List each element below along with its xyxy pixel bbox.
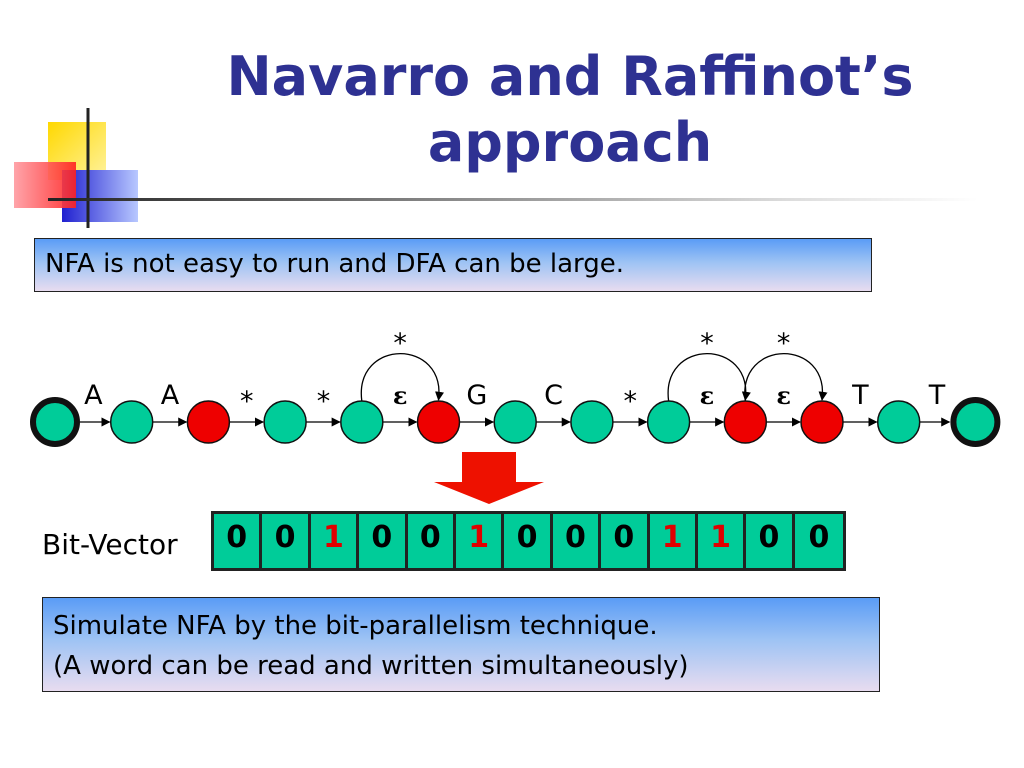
- nfa-edge-label-10: T: [851, 380, 869, 411]
- nfa-edge-label-7: *: [624, 386, 638, 417]
- page-title: Navarro and Raffinot’s approach: [180, 44, 960, 176]
- nfa-loop-label-1: *: [700, 328, 714, 359]
- nfa-state-9: [723, 400, 768, 444]
- nfa-edge-label-0: A: [84, 380, 103, 411]
- nfa-diagram: A A * * ε G C * ε ε T T * * *: [30, 328, 1001, 447]
- bit-cell-3: 0: [359, 514, 408, 568]
- bit-cell-7: 0: [553, 514, 602, 568]
- title-line-2: approach: [427, 111, 713, 174]
- nfa-edge-label-4: ε: [393, 381, 408, 410]
- bit-vector-label: Bit-Vector: [42, 528, 178, 561]
- note-bottom: Simulate NFA by the bit-parallelism tech…: [42, 597, 880, 692]
- slide-logo: [14, 108, 138, 228]
- bit-cell-10: 1: [698, 514, 747, 568]
- nfa-state-6: [493, 400, 537, 444]
- bit-cell-1: 0: [262, 514, 311, 568]
- nfa-edge-label-1: A: [161, 380, 180, 411]
- nfa-edge-label-2: *: [240, 386, 254, 417]
- bit-cell-11: 0: [746, 514, 795, 568]
- nfa-edge-label-8: ε: [700, 381, 715, 410]
- bit-cell-12: 0: [808, 520, 830, 555]
- nfa-state-1: [109, 400, 154, 444]
- nfa-loop-1: [667, 353, 751, 402]
- nfa-edge-label-3: *: [317, 386, 331, 417]
- title-line-1: Navarro and Raffinot’s: [226, 45, 914, 108]
- nfa-edge-label-6: C: [544, 380, 563, 411]
- nfa-state-0: [30, 397, 80, 447]
- nfa-loop-label-2: *: [777, 328, 791, 359]
- bit-cell-0: 0: [214, 514, 263, 568]
- bit-cell-4: 0: [408, 514, 456, 568]
- nfa-state-5: [416, 400, 461, 444]
- nfa-edge-label-11: T: [928, 380, 946, 411]
- nfa-loop-0: [360, 353, 445, 402]
- nfa-loop-label-0: *: [393, 328, 407, 359]
- title-underline: [48, 198, 978, 201]
- nfa-state-11: [876, 400, 921, 444]
- nfa-state-4: [340, 400, 384, 444]
- nfa-state-3: [263, 400, 307, 444]
- bit-cell-6: 0: [504, 514, 553, 568]
- note-bottom-line-1: Simulate NFA by the bit-parallelism tech…: [53, 611, 658, 641]
- bit-cell-2: 1: [311, 514, 360, 568]
- nfa-loop-2: [744, 353, 828, 402]
- bit-cell-8: 0: [601, 514, 650, 568]
- nfa-edge-label-9: ε: [776, 381, 791, 410]
- nfa-state-8: [646, 400, 691, 444]
- nfa-state-12: [950, 397, 1001, 447]
- nfa-state-7: [570, 400, 614, 444]
- nfa-state-10: [800, 400, 844, 444]
- note-top: NFA is not easy to run and DFA can be la…: [34, 238, 872, 292]
- nfa-state-2: [186, 400, 231, 444]
- bit-cell-9: 1: [650, 514, 698, 568]
- nfa-edge-label-5: G: [466, 380, 487, 411]
- note-bottom-line-2: (A word can be read and written simultan…: [53, 651, 689, 681]
- down-arrow-icon: [434, 452, 544, 504]
- bit-cell-5: 1: [456, 514, 505, 568]
